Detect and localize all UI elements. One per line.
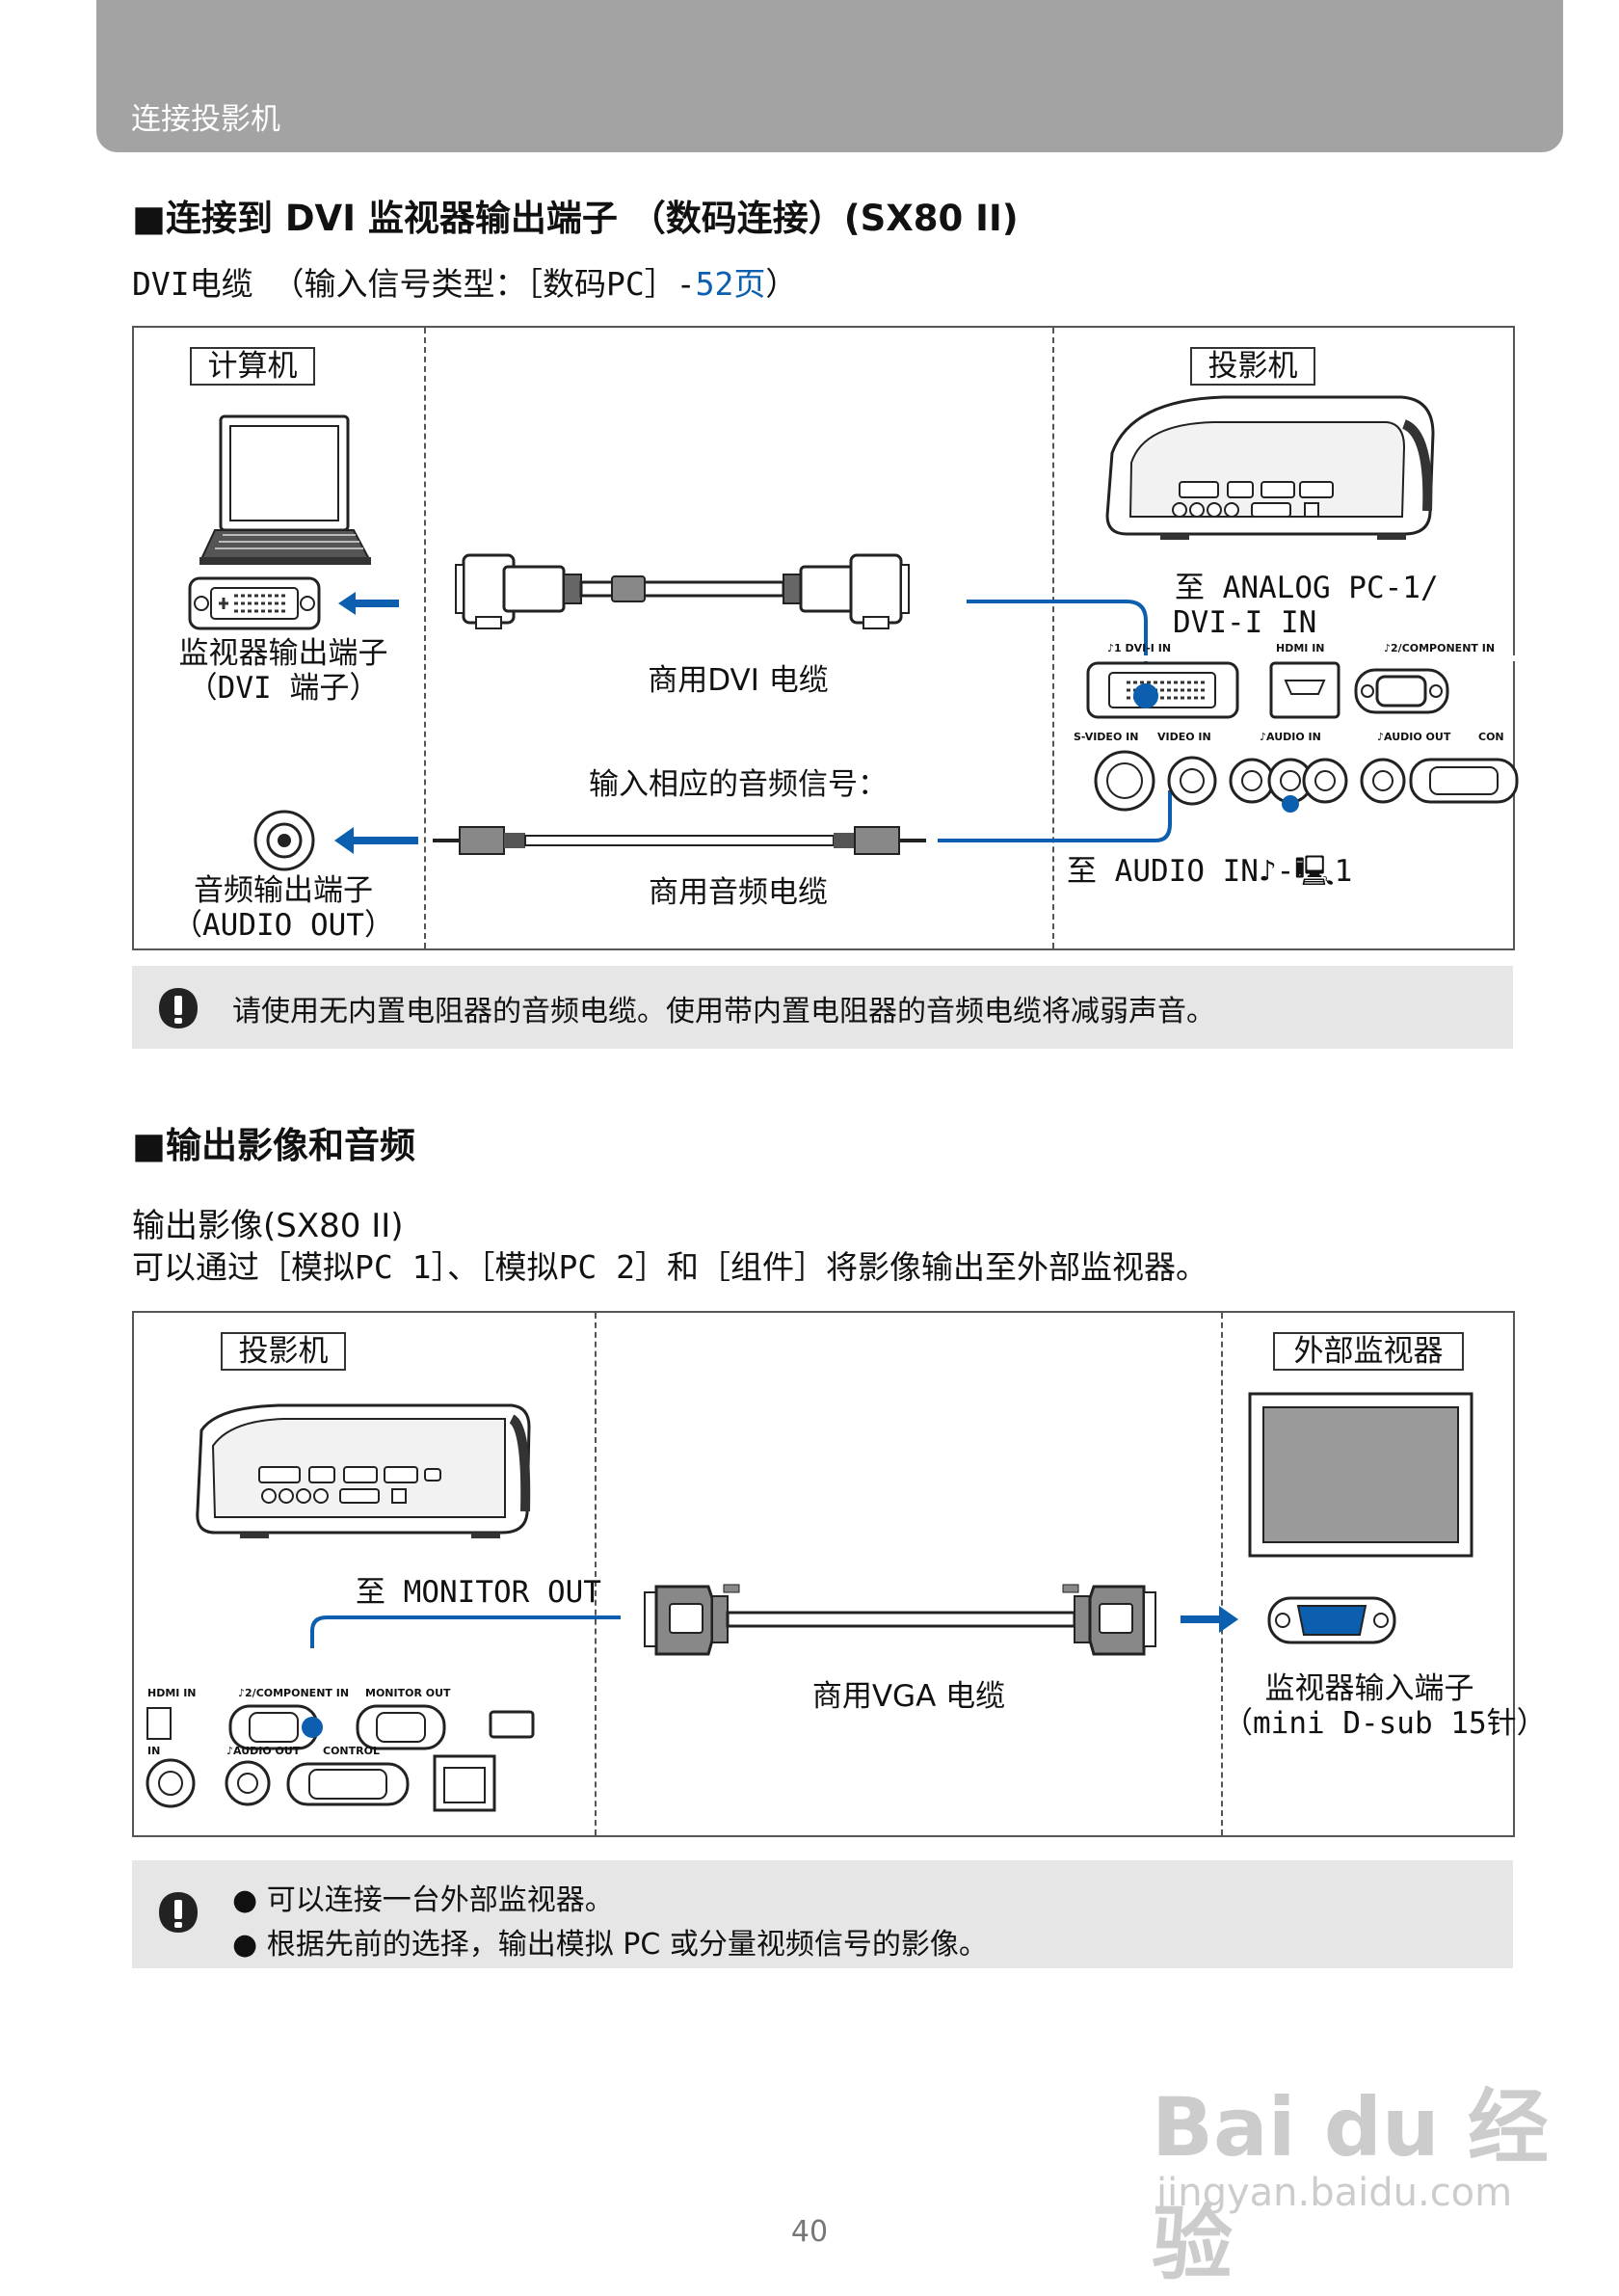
monitor-icon xyxy=(1248,1392,1473,1558)
panel-audio-in-label: ♪AUDIO IN xyxy=(1260,731,1321,743)
dvi-cable-label: 商用DVI 电缆 xyxy=(648,663,829,698)
panel-svideo-label: S-VIDEO IN xyxy=(1074,731,1139,743)
panel-in-label: IN xyxy=(147,1745,161,1757)
vga-connection-diagram: 投影机 外部监视器 至 MONITOR OUT 商用VGA 电缆 监视器输入端子… xyxy=(132,1311,1547,1837)
to-analog-sublabel: DVI-I IN xyxy=(1173,605,1317,640)
panel-control-label: CONTROL xyxy=(323,1745,380,1757)
panel-component-label: ♪2/COMPONENT IN xyxy=(238,1687,350,1699)
computer-label: 计算机 xyxy=(190,347,315,386)
note-box: 请使用无内置电阻器的音频电缆。使用带内置电阻器的音频电缆将减弱声音。 xyxy=(132,966,1513,1049)
section2-subheading: 输出影像(SX80 II) xyxy=(132,1207,404,1245)
vga-cable-icon xyxy=(644,1584,1156,1656)
section1-title: ■连接到 DVI 监视器输出端子 （数码连接）(SX80 II) xyxy=(132,198,1019,239)
projector-icon xyxy=(1105,395,1435,540)
header-title: 连接投影机 xyxy=(131,102,280,137)
dvi-port-icon xyxy=(188,576,321,630)
monitor-out-sublabel: （DVI 端子） xyxy=(187,671,380,706)
connector-line xyxy=(310,1615,621,1648)
panel-component-label: ♪2/COMPONENT IN xyxy=(1384,642,1496,654)
panel-con-label: CON xyxy=(1478,731,1504,743)
note-item: ● 根据先前的选择，输出模拟 PC 或分量视频信号的影像。 xyxy=(232,1928,988,1962)
to-audio-in-label: 至 AUDIO IN♪-🖳1 xyxy=(1067,854,1353,889)
to-analog-label: 至 ANALOG PC-1/ xyxy=(1175,571,1439,605)
panel-dvi-label: ♪1 DVI-I IN xyxy=(1107,642,1172,654)
laptop-icon xyxy=(199,414,371,565)
section2-title: ■输出影像和音频 xyxy=(132,1125,415,1166)
to-monitor-out-label: 至 MONITOR OUT xyxy=(356,1575,601,1610)
audio-out-sublabel: （AUDIO OUT） xyxy=(173,908,394,943)
connector-line xyxy=(967,600,1148,699)
divider xyxy=(1221,1313,1223,1835)
audio-signal-label: 输入相应的音频信号： xyxy=(589,767,888,802)
monitor-in-label: 监视器输入端子 xyxy=(1264,1671,1474,1706)
external-monitor-label: 外部监视器 xyxy=(1273,1332,1464,1371)
section1-subtitle-prefix: DVI电缆 （输入信号类型：［数码PC］- xyxy=(132,265,696,303)
dvi-diagram-graphics xyxy=(188,395,1536,871)
dvi-connection-diagram: 计算机 投影机 监视器输出端子 （DVI 端子） 商用DVI 电缆 输入相应的音… xyxy=(132,326,1536,950)
page-number: 40 xyxy=(790,2215,829,2249)
vga-diagram-graphics xyxy=(146,1392,1473,1812)
panel-hdmi-label: HDMI IN xyxy=(147,1687,197,1699)
projector-panel xyxy=(1074,655,1536,813)
section2-desc: 可以通过［模拟PC 1］、［模拟PC 2］和［组件］将影像输出至外部监视器。 xyxy=(132,1248,1208,1286)
connector-line xyxy=(938,790,1172,842)
note-text: 请使用无内置电阻器的音频电缆。使用带内置电阻器的音频电缆将减弱声音。 xyxy=(232,995,1215,1028)
vga-cable-label: 商用VGA 电缆 xyxy=(811,1679,1006,1714)
panel-hdmi-label: HDMI IN xyxy=(1276,642,1325,654)
dvi-cable-icon xyxy=(455,553,910,629)
projector-label: 投影机 xyxy=(1190,347,1315,386)
section1-subtitle: DVI电缆 （输入信号类型：［数码PC］-52页） xyxy=(132,258,797,305)
vga-port-icon xyxy=(1267,1596,1396,1644)
watermark-logo: Bai du 经验 xyxy=(1152,2080,1549,2291)
projector-icon xyxy=(196,1403,531,1538)
audio-cable-label: 商用音频电缆 xyxy=(649,875,828,910)
note-box: ● 可以连接一台外部监视器。 ● 根据先前的选择，输出模拟 PC 或分量视频信号… xyxy=(132,1860,1513,1968)
note-item: ● 可以连接一台外部监视器。 xyxy=(232,1883,614,1917)
header-bar: 连接投影机 xyxy=(96,0,1563,152)
panel-audio-out-label: ♪AUDIO OUT xyxy=(1377,731,1451,743)
warning-icon xyxy=(159,988,198,1028)
panel-audio-out-label: ♪AUDIO OUT xyxy=(226,1745,301,1757)
audio-jack-icon xyxy=(253,810,315,871)
section1-subtitle-suffix: ） xyxy=(765,265,798,303)
projector-panel xyxy=(146,1704,535,1812)
watermark-url: jingyan.baidu.com xyxy=(1156,2171,1513,2215)
audio-out-label: 音频输出端子 xyxy=(194,873,373,908)
divider xyxy=(424,328,426,948)
panel-monitor-out-label: MONITOR OUT xyxy=(365,1687,451,1699)
projector-label: 投影机 xyxy=(221,1332,346,1371)
monitor-out-label: 监视器输出端子 xyxy=(178,636,388,671)
monitor-in-sublabel: （mini D-sub 15针） xyxy=(1223,1706,1547,1741)
divider xyxy=(595,1313,597,1835)
divider xyxy=(1052,328,1054,948)
warning-icon xyxy=(159,1892,198,1933)
audio-cable-icon xyxy=(433,826,926,855)
panel-video-label: VIDEO IN xyxy=(1157,731,1211,743)
page-link[interactable]: 52页 xyxy=(695,265,766,303)
